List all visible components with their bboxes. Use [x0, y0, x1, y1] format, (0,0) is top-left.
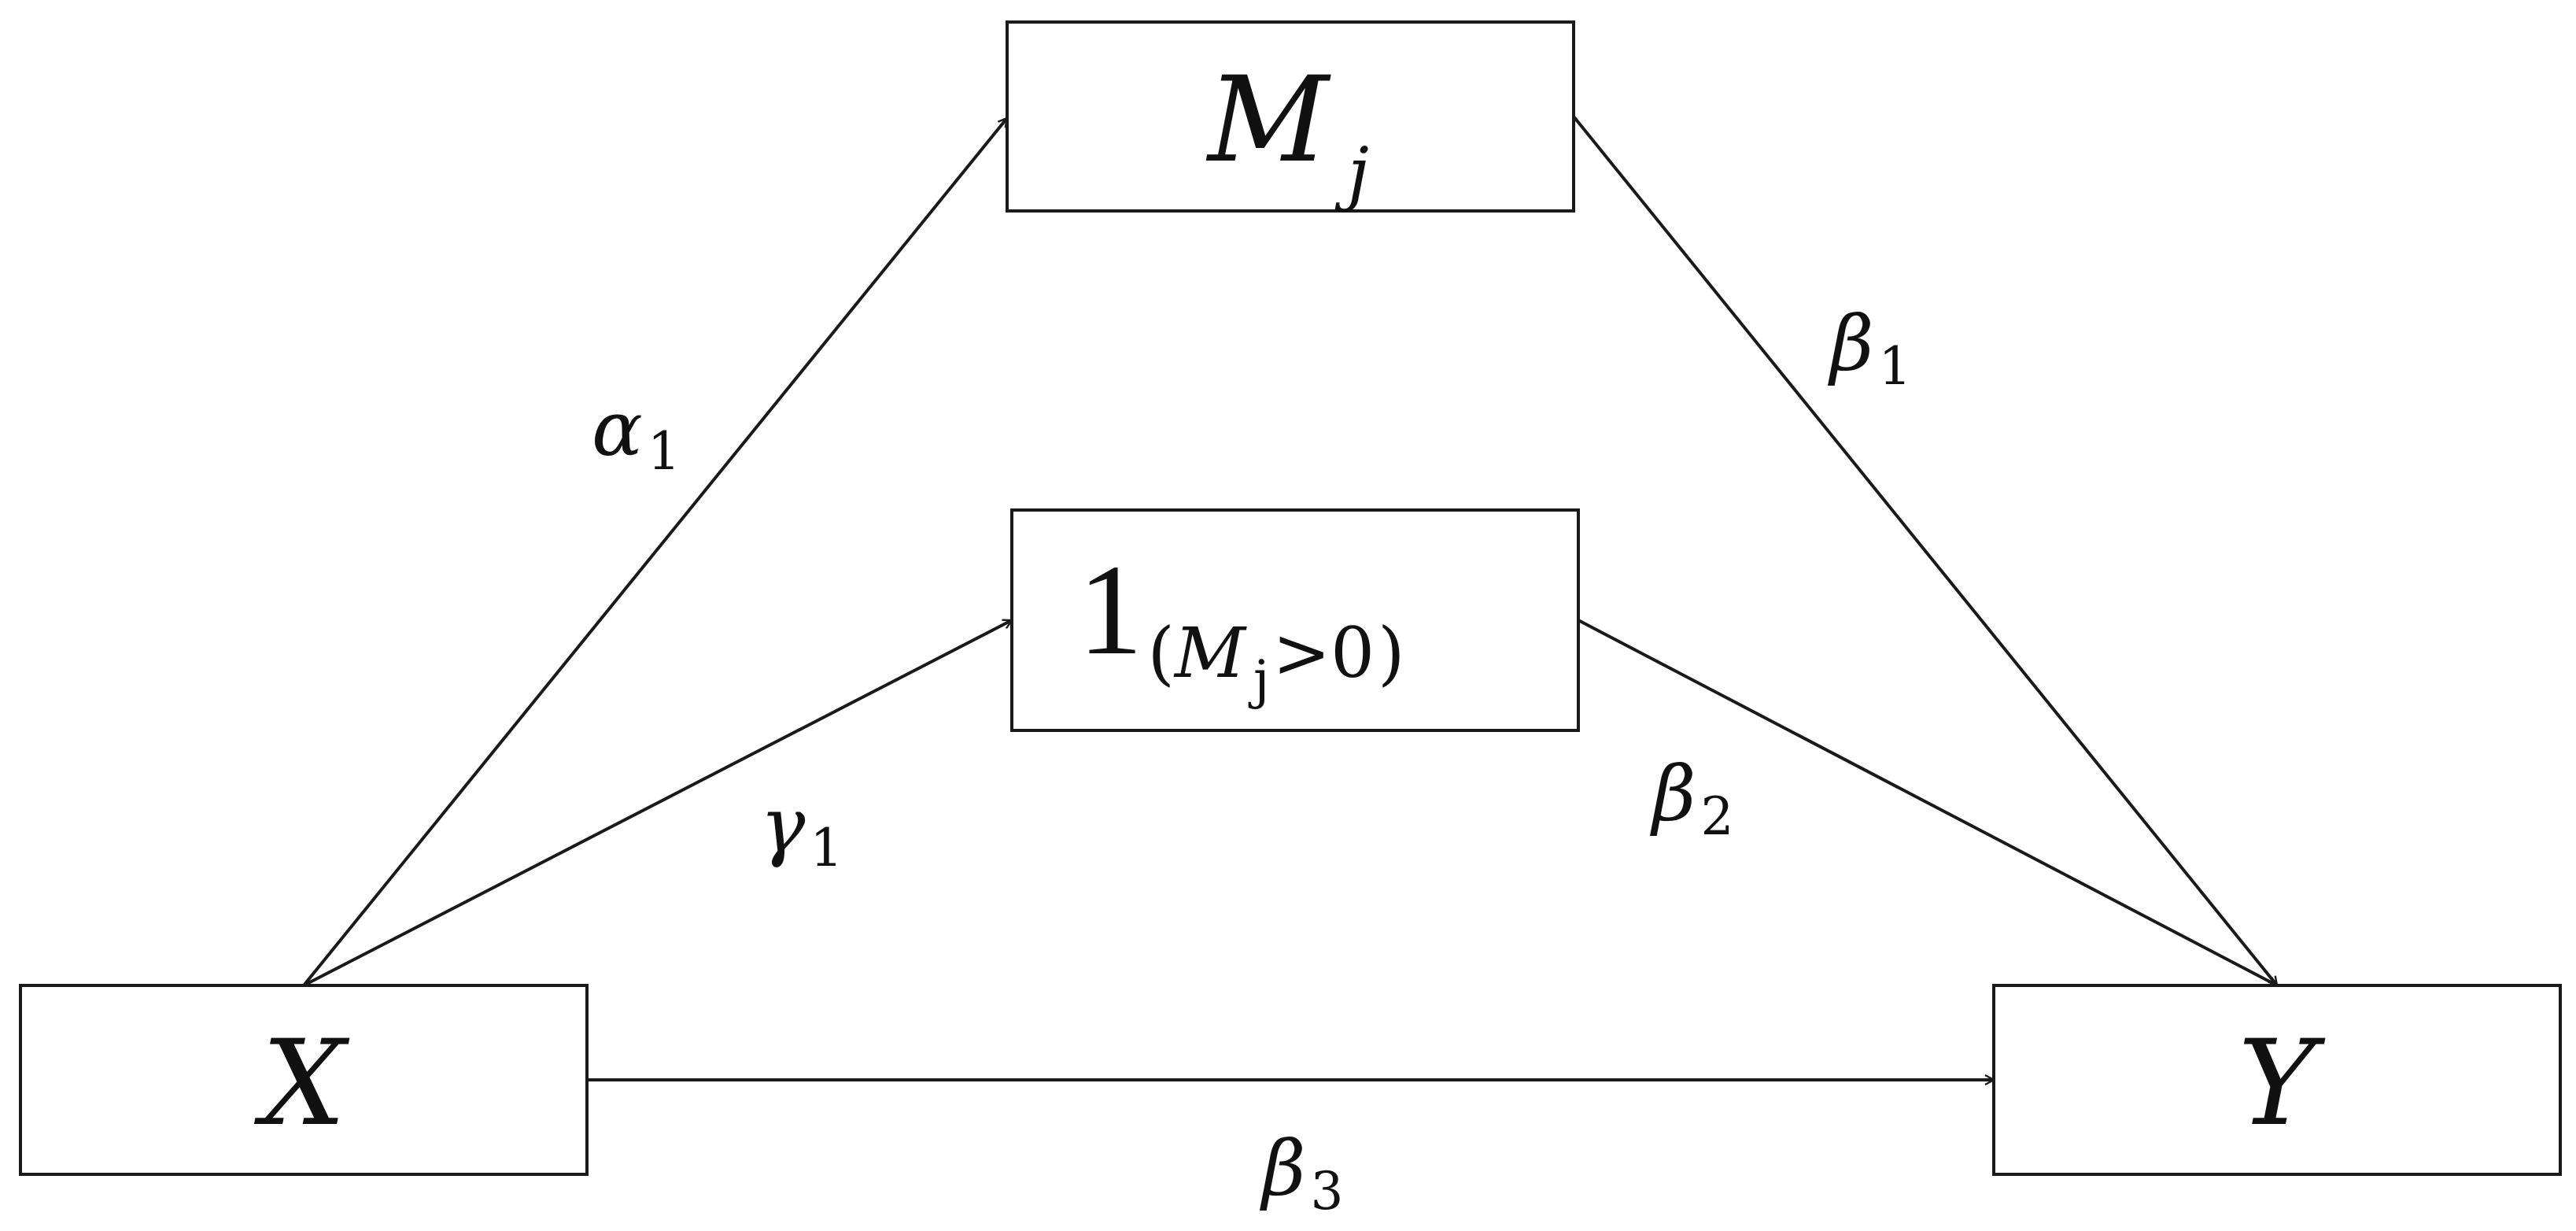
- beta2-subscript: 2: [1701, 786, 1734, 847]
- edge-x-to-mediator: [302, 118, 1007, 987]
- edge-mediator-to-y: [1572, 115, 2277, 985]
- edge-x-to-indicator: [303, 619, 1012, 987]
- alpha1-label: α1: [592, 385, 681, 482]
- gamma1-symbol: γ: [760, 782, 806, 870]
- outcome-node-box: [1992, 984, 2562, 1176]
- beta1-label: β1: [1828, 300, 1912, 397]
- outcome-label: Y: [2238, 1015, 2325, 1152]
- alpha1-symbol: α: [592, 385, 643, 473]
- indicator-inner-symbol: M: [1173, 612, 1247, 693]
- edge-indicator-to-y: [1578, 619, 2277, 987]
- beta3-symbol: β: [1260, 1125, 1306, 1213]
- indicator-relation: >0: [1272, 612, 1375, 693]
- mediator-symbol: M: [1205, 52, 1331, 189]
- exposure-label: X: [254, 1015, 350, 1152]
- indicator-one: 1: [1078, 538, 1143, 682]
- beta2-label: β2: [1650, 750, 1734, 847]
- beta2-symbol: β: [1650, 750, 1696, 838]
- gamma1-label: γ1: [760, 782, 843, 878]
- beta3-subscript: 3: [1311, 1161, 1344, 1222]
- beta3-label: β3: [1260, 1125, 1344, 1222]
- indicator-open-paren: (: [1148, 612, 1175, 693]
- gamma1-subscript: 1: [810, 818, 843, 878]
- beta1-subscript: 1: [1879, 336, 1912, 397]
- beta1-symbol: β: [1828, 300, 1874, 388]
- indicator-node-box: [1010, 508, 1580, 732]
- alpha1-subscript: 1: [648, 421, 681, 482]
- mediator-node-box: [1006, 20, 1575, 213]
- indicator-close-paren: ): [1378, 612, 1404, 693]
